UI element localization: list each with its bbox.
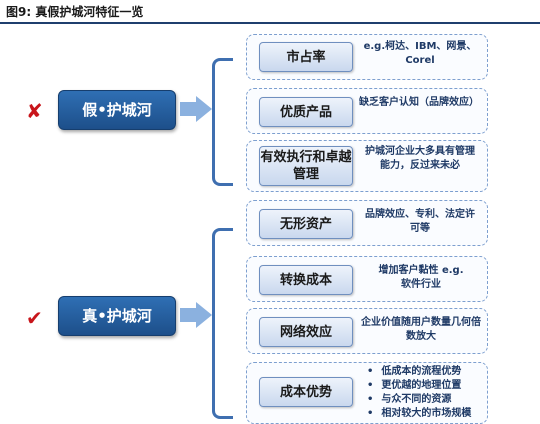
- real-item-无形资产: 无形资产 品牌效应、专利、法定许可等: [246, 200, 488, 246]
- figure-title: 图9: 真假护城河特征一览: [6, 5, 144, 19]
- item-desc: 企业价值随用户数量几何倍数放大: [361, 317, 481, 342]
- item-label: 优质产品: [259, 97, 353, 127]
- real-group-bracket: [212, 228, 233, 419]
- bullet-item: 低成本的流程优势: [367, 365, 471, 379]
- item-label: 有效执行和卓越管理: [259, 146, 353, 186]
- bullet-item: 与众不同的资源: [367, 393, 471, 407]
- bullet-list: 低成本的流程优势 更优越的地理位置 与众不同的资源 相对较大的市场规模: [367, 365, 471, 421]
- fake-moat-box: 假•护城河: [58, 90, 176, 130]
- fake-item-有效执行和卓越管理: 有效执行和卓越管理 护城河企业大多具有管理能力，反过来未必: [246, 140, 488, 192]
- fake-group-bracket: [212, 58, 233, 186]
- real-item-网络效应: 网络效应 企业价值随用户数量几何倍数放大: [246, 308, 488, 354]
- item-label: 网络效应: [259, 317, 353, 347]
- fake-item-市占率: 市占率 e.g.柯达、IBM、网景、Corel: [246, 34, 488, 80]
- real-item-成本优势: 成本优势 低成本的流程优势 更优越的地理位置 与众不同的资源 相对较大的市场规模: [246, 362, 488, 424]
- real-item-转换成本: 转换成本 增加客户黏性 e.g.软件行业: [246, 256, 488, 302]
- item-label: 无形资产: [259, 209, 353, 239]
- real-moat-box: 真•护城河: [58, 296, 176, 336]
- check-icon: ✔: [26, 306, 43, 330]
- item-desc: 增加客户黏性 e.g.软件行业: [378, 265, 464, 290]
- item-desc: e.g.柯达、IBM、网景、Corel: [363, 41, 477, 66]
- item-label: 市占率: [259, 42, 353, 72]
- bullet-item: 相对较大的市场规模: [367, 407, 471, 421]
- item-desc: 缺乏客户认知（品牌效应）: [359, 97, 479, 108]
- title-divider: [0, 22, 540, 24]
- cross-icon: ✘: [26, 99, 43, 123]
- fake-item-优质产品: 优质产品 缺乏客户认知（品牌效应）: [246, 88, 488, 134]
- item-label: 成本优势: [259, 377, 353, 407]
- item-label: 转换成本: [259, 265, 353, 295]
- item-desc: 护城河企业大多具有管理能力，反过来未必: [365, 146, 475, 171]
- bullet-item: 更优越的地理位置: [367, 379, 471, 393]
- item-desc: 品牌效应、专利、法定许可等: [365, 209, 475, 234]
